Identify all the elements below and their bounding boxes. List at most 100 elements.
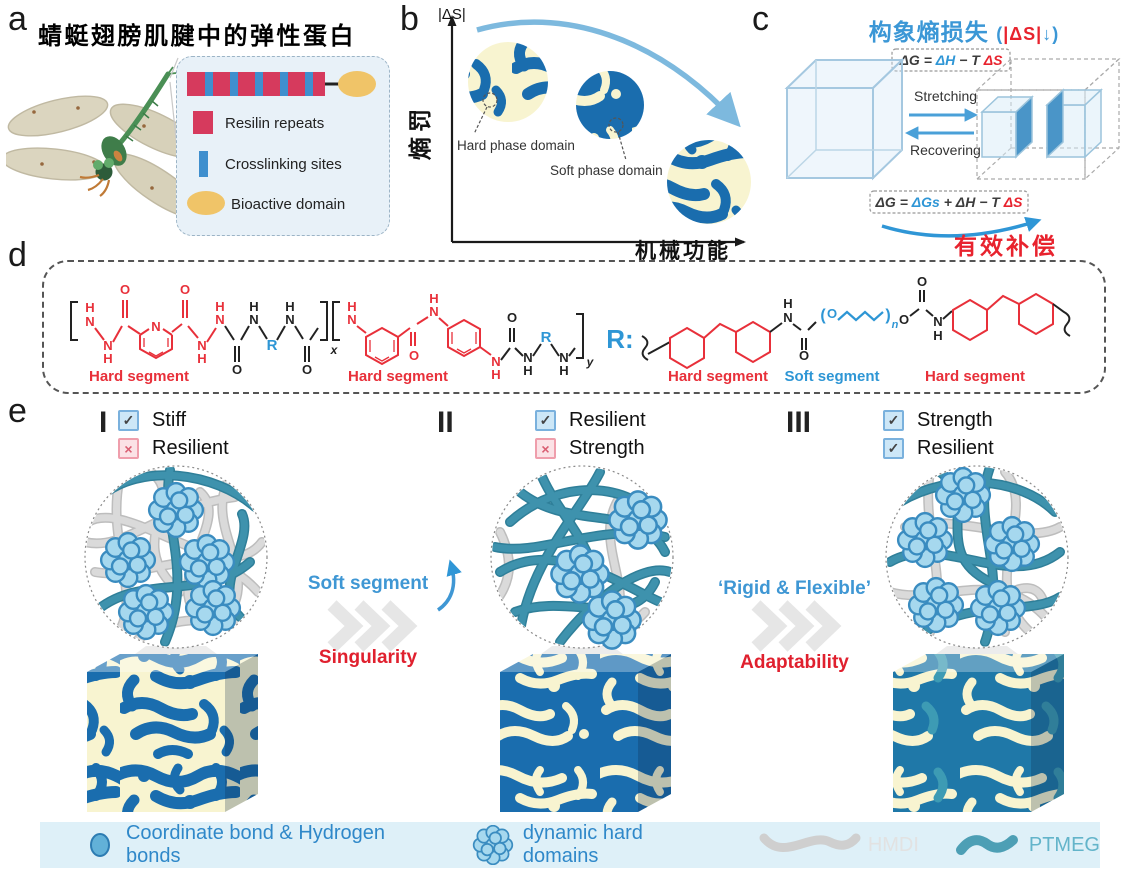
transition-2-top-label: ‘Rigid & Flexible’ bbox=[717, 578, 872, 599]
morphology-cube-1 bbox=[87, 654, 258, 812]
legend-bar: Coordinate bond & Hydrogen bonds dynamic… bbox=[40, 822, 1100, 868]
svg-text:N: N bbox=[523, 350, 532, 365]
transition-chevrons-1 bbox=[327, 600, 418, 652]
svg-text:O: O bbox=[799, 348, 809, 363]
equation-2: ΔG = ΔGs + ΔH − T ΔS bbox=[875, 194, 1024, 210]
bicontinuous-phase-circle bbox=[667, 140, 751, 224]
stretching-label: Stretching bbox=[914, 88, 977, 104]
state-numeral-3: III bbox=[786, 406, 812, 439]
svg-text:H: H bbox=[491, 367, 500, 382]
svg-text:N: N bbox=[347, 312, 356, 327]
svg-text:N: N bbox=[559, 350, 568, 365]
svg-text:N: N bbox=[429, 304, 438, 319]
coordinate-bond-label: Coordinate bond & Hydrogen bonds bbox=[125, 822, 386, 867]
svg-text:N: N bbox=[491, 354, 500, 369]
r-definition-label: R: bbox=[606, 324, 633, 354]
svg-text:H: H bbox=[103, 351, 112, 366]
equation-1: ΔG = ΔH − T ΔS bbox=[899, 52, 1004, 68]
hmdi-strand-icon bbox=[759, 833, 861, 853]
y-axis-top-label: |ΔS| bbox=[438, 6, 466, 23]
checkbox-checked: ✓ bbox=[883, 438, 904, 459]
panel-b-label: b bbox=[400, 0, 419, 38]
svg-text:H: H bbox=[347, 299, 356, 314]
relaxed-cube bbox=[784, 57, 905, 181]
checkbox-crossed: × bbox=[118, 438, 139, 459]
checkbox-checked: ✓ bbox=[883, 410, 904, 431]
hard-segment-label-1: Hard segment bbox=[89, 368, 189, 385]
svg-text:N: N bbox=[197, 338, 206, 353]
svg-text:N: N bbox=[103, 338, 112, 353]
svg-text:H: H bbox=[249, 299, 258, 314]
x-axis-arrow bbox=[735, 237, 746, 247]
panel-c-label: c bbox=[752, 0, 769, 38]
compensation-arrow bbox=[881, 216, 1042, 238]
transition-2-bottom-label: Adaptability bbox=[740, 652, 849, 673]
bioactive-label: Bioactive domain bbox=[231, 196, 346, 213]
svg-text:O: O bbox=[917, 274, 927, 289]
crosslink-label: Crosslinking sites bbox=[225, 156, 342, 173]
svg-text:N: N bbox=[933, 314, 942, 329]
resilin-protein-bar bbox=[187, 71, 376, 97]
svg-text:H: H bbox=[285, 299, 294, 314]
transition-1-bottom-label: Singularity bbox=[318, 647, 418, 668]
hard-segment-label-3: Hard segment bbox=[668, 368, 768, 385]
panel-e-graphics bbox=[84, 465, 1069, 812]
soft-phase-label: Soft phase domain bbox=[550, 163, 663, 178]
y-axis-label: 熵罚 bbox=[407, 104, 433, 161]
resilin-swatch bbox=[193, 111, 213, 134]
hard-segment-label-4: Hard segment bbox=[925, 368, 1025, 385]
check-group-1: ✓Stiff ×Resilient bbox=[118, 409, 229, 460]
ptmeg-label: PTMEG bbox=[1028, 833, 1100, 856]
morphology-cube-2 bbox=[500, 654, 671, 812]
transition-1-top-label: Soft segment bbox=[307, 573, 429, 594]
svg-text:O: O bbox=[180, 282, 190, 297]
svg-text:H: H bbox=[85, 300, 94, 315]
panel-b-plot: |ΔS| 熵罚 机械功能 Hard phase domain Soft phas… bbox=[407, 6, 751, 260]
panel-c-diagram: 构象熵损失 (|ΔS|↓) ΔG = ΔH − T ΔS Stretching … bbox=[784, 19, 1121, 259]
panel-c-title: 构象熵损失 (|ΔS|↓) bbox=[869, 19, 1059, 45]
svg-text:n: n bbox=[892, 319, 899, 331]
panel-a-title: 蜻蜓翅膀肌腱中的弹性蛋白 bbox=[38, 23, 356, 50]
svg-text:H: H bbox=[933, 328, 942, 343]
svg-text:O: O bbox=[899, 312, 909, 327]
state-numeral-2: II bbox=[437, 406, 454, 439]
chemical-structure: x y NH NH O N O NH NH NH O NH O R bbox=[70, 274, 1071, 385]
svg-text:O: O bbox=[507, 310, 517, 325]
svg-text:H: H bbox=[197, 351, 206, 366]
dragonfly-body bbox=[79, 66, 177, 197]
checkbox-checked: ✓ bbox=[118, 410, 139, 431]
svg-text:O: O bbox=[232, 362, 242, 377]
svg-text:N: N bbox=[151, 319, 160, 334]
bioactive-swatch bbox=[187, 191, 225, 215]
svg-text:H: H bbox=[429, 291, 438, 306]
stretched-cube-left bbox=[980, 95, 1034, 159]
recovering-label: Recovering bbox=[910, 142, 981, 158]
svg-text:N: N bbox=[783, 310, 792, 325]
svg-text:): ) bbox=[885, 307, 890, 324]
svg-text:N: N bbox=[85, 314, 94, 329]
svg-text:R: R bbox=[541, 329, 552, 346]
crosslink-swatch bbox=[199, 151, 208, 177]
network-circle-2 bbox=[490, 465, 674, 650]
svg-text:(: ( bbox=[820, 307, 826, 324]
svg-text:O: O bbox=[409, 348, 419, 363]
check-group-2: ✓Resilient ×Strength bbox=[535, 409, 646, 460]
svg-text:y: y bbox=[586, 355, 595, 369]
svg-text:N: N bbox=[215, 312, 224, 327]
network-circle-1 bbox=[84, 465, 268, 649]
svg-text:H: H bbox=[523, 363, 532, 378]
checkbox-crossed: × bbox=[535, 438, 556, 459]
hmdi-label: HMDI bbox=[867, 833, 919, 856]
transition-chevrons-2 bbox=[751, 600, 842, 652]
hard-domain-label: dynamic hard domains bbox=[522, 822, 643, 867]
svg-text:N: N bbox=[285, 312, 294, 327]
svg-text:H: H bbox=[215, 299, 224, 314]
svg-text:O: O bbox=[827, 306, 837, 321]
hard-phase-label: Hard phase domain bbox=[457, 138, 575, 153]
soft-segment-arrow bbox=[436, 559, 462, 612]
soft-segment-label: Soft segment bbox=[784, 368, 879, 385]
svg-text:R: R bbox=[267, 337, 278, 354]
hard-domain-cluster-icon bbox=[472, 825, 514, 865]
panel-a-label: a bbox=[8, 0, 27, 38]
